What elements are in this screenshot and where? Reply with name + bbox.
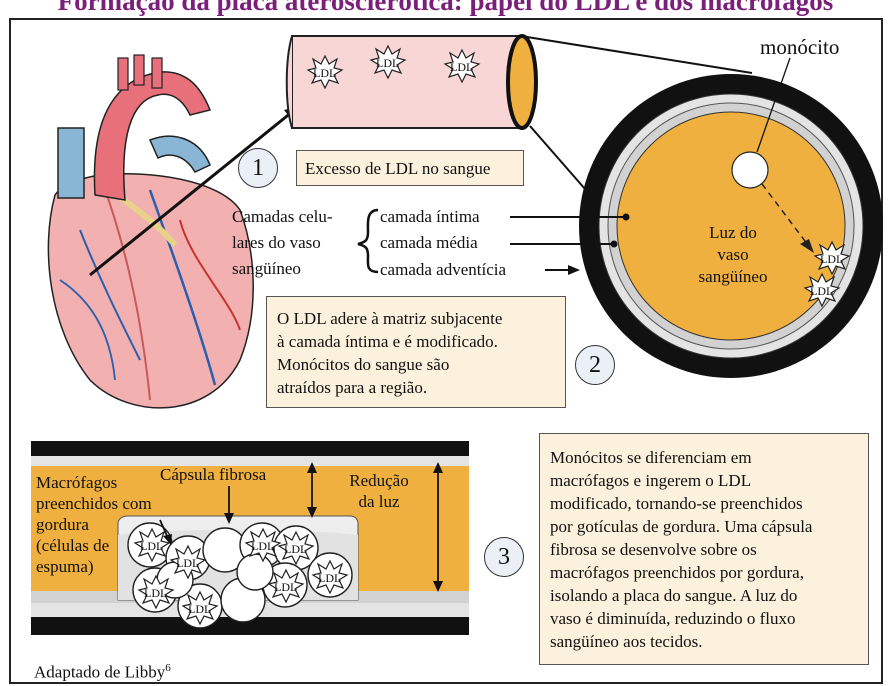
ldl-label: LDL (450, 56, 473, 78)
step-2-box: O LDL adere à matriz subjacente à camada… (266, 296, 566, 408)
ldl-label: LDL (284, 538, 307, 560)
source-credit: Adaptado de Libby6 (34, 657, 171, 684)
camada-intima-label: camada íntima (380, 206, 480, 228)
step-3-number: 3 (484, 537, 524, 577)
ldl-label: LDL (176, 552, 199, 574)
monocito-label: monócito (760, 36, 839, 58)
camada-media-label: camada média (380, 232, 478, 254)
camada-adventicia-label: camada adventícia (380, 259, 506, 281)
step-1-box: Excesso de LDL no sangue (296, 150, 524, 186)
ldl-label: LDL (313, 62, 336, 84)
ldl-label: LDL (318, 567, 341, 589)
ldl-label: LDL (376, 52, 399, 74)
ldl-label: LDL (144, 582, 167, 604)
ldl-label: LDL (140, 535, 163, 557)
step-2-number: 2 (575, 345, 615, 385)
step-3-box: Monócitos se diferenciam em macrófagos e… (539, 433, 869, 665)
ldl-label: LDL (820, 248, 843, 270)
capsula-fibrosa-label: Cápsula fibrosa (160, 464, 266, 486)
ldl-label: LDL (810, 280, 833, 302)
ldl-label: LDL (251, 535, 274, 557)
ldl-label: LDL (188, 598, 211, 620)
ldl-label: LDL (274, 576, 297, 598)
heart-illustration (48, 55, 253, 408)
step-1-number: 1 (238, 148, 278, 188)
